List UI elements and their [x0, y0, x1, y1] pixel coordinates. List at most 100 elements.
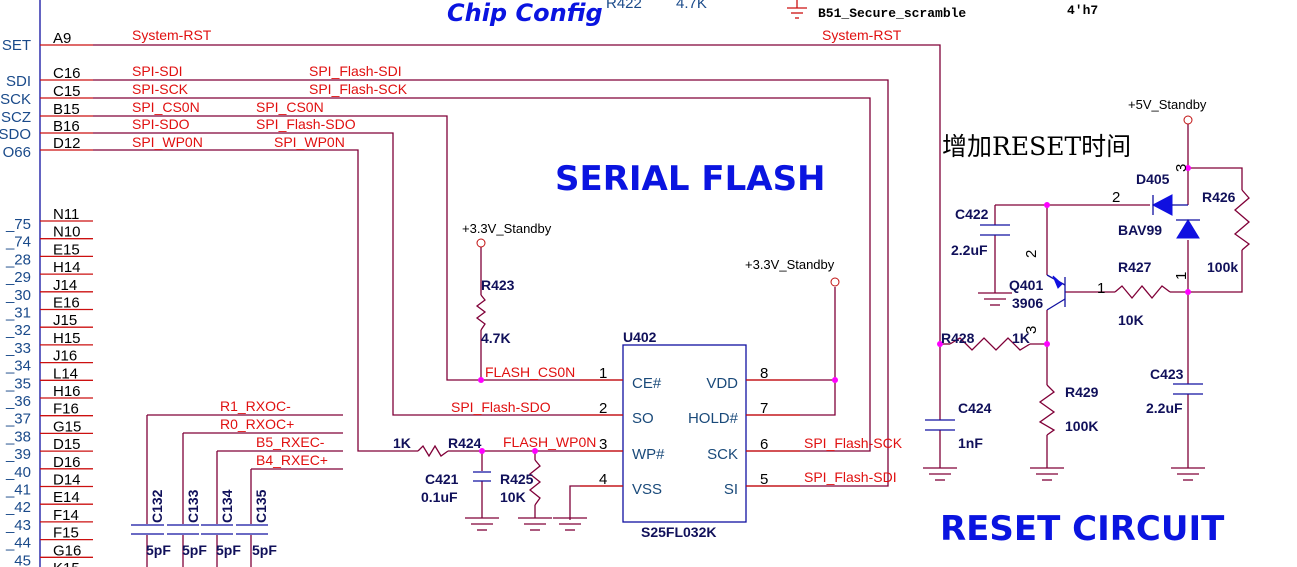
u402-ref: U402	[623, 329, 657, 345]
r423-ref: R423	[481, 277, 515, 293]
u402-pin-name: SI	[724, 481, 738, 498]
power-label-3v3-a: +3.3V_Standby	[462, 221, 552, 236]
pin-number: G16	[53, 542, 81, 559]
net-spi-cs0n-2: SPI_CS0N	[256, 99, 324, 115]
connector-label: _31	[5, 305, 31, 322]
u402-pin-number: 3	[599, 436, 607, 453]
pin-number: E15	[53, 241, 80, 258]
d405-pin-2: 2	[1112, 189, 1120, 206]
bottom-cap-labels: C132 C133 C134 C135 5pF 5pF 5pF 5pF	[146, 489, 277, 558]
c423-ref: C423	[1150, 366, 1184, 382]
pin-number: H15	[53, 330, 81, 347]
pin-number: D12	[53, 135, 81, 152]
connector-label: SDI	[6, 73, 31, 90]
pin-number: H16	[53, 383, 81, 400]
c132-ref: C132	[149, 489, 165, 523]
net-flash-wp0n: FLASH_WP0N	[503, 434, 596, 450]
ground-icon	[553, 517, 587, 531]
c421-value: 0.1uF	[421, 489, 458, 505]
r426-resistor	[1233, 189, 1251, 251]
r423-value: 4.7K	[481, 330, 511, 346]
c424-value: 1nF	[958, 435, 983, 451]
chip-config-title: Chip Config	[447, 0, 603, 27]
d405-pin-1: 1	[1173, 272, 1190, 280]
r424-value: 1K	[393, 435, 411, 451]
pin-number: D16	[53, 454, 81, 471]
pin-number: K15	[53, 560, 80, 567]
connector-label: _40	[5, 464, 31, 481]
r422-value: 4.7K	[676, 0, 707, 12]
c132-value: 5pF	[146, 542, 171, 558]
net-spi-wp0n-2: SPI_WP0N	[274, 134, 345, 150]
r427-ref: R427	[1118, 259, 1152, 275]
r425-resistor	[528, 459, 542, 506]
net-system-rst-right: System-RST	[822, 27, 902, 43]
pin-number: B15	[53, 101, 80, 118]
ground-icon	[518, 517, 552, 531]
u402-pin-number: 7	[760, 400, 768, 417]
r429-value: 100K	[1065, 418, 1098, 434]
d405-pin-3: 3	[1173, 164, 1190, 172]
u402-pin-name: HOLD#	[688, 410, 739, 427]
connector-label: _30	[5, 287, 31, 304]
net-spi-sdi: SPI-SDI	[132, 63, 183, 79]
pin-number: C15	[53, 83, 81, 100]
r423-resistor	[475, 294, 487, 331]
connector-label: SDO	[0, 126, 31, 143]
pin-number: A9	[53, 30, 71, 47]
c424-ref: C424	[958, 400, 992, 416]
pin-number: D14	[53, 472, 81, 489]
net-spi-cs0n: SPI_CS0N	[132, 99, 200, 115]
reset-circuit-title: RESET CIRCUIT	[940, 509, 1225, 549]
connector-label: SCZ	[1, 109, 31, 126]
net-flash-sck-2: SPI_Flash-SCK	[804, 435, 903, 451]
q401-pin-emitter: 3	[1023, 326, 1040, 334]
u402-pin-lines	[580, 379, 800, 487]
power-port-5v	[1183, 115, 1193, 125]
net-flash-cs0n: FLASH_CS0N	[485, 364, 575, 380]
c423-value: 2.2uF	[1146, 400, 1183, 416]
u402-pin-number: 4	[599, 471, 607, 488]
junction-nodes	[478, 165, 1191, 454]
c421-ref: C421	[425, 471, 459, 487]
net-spi-wp0n: SPI_WP0N	[132, 134, 203, 150]
connector-label: SET	[2, 37, 31, 54]
net-r1-rxoc: R1_RXOC-	[220, 398, 291, 414]
pin-number: B16	[53, 118, 80, 135]
connector-label: _36	[5, 393, 31, 410]
connector-label: _41	[5, 482, 31, 499]
pin-number: G15	[53, 418, 81, 435]
power-label-3v3-b: +3.3V_Standby	[745, 257, 835, 272]
u402-chip	[622, 344, 747, 523]
pin-number: H14	[53, 259, 81, 276]
u402-pin-name: VDD	[706, 375, 738, 392]
d405-value: BAV99	[1118, 222, 1162, 238]
connector-label: _29	[5, 269, 31, 286]
u402-pin-number: 2	[599, 400, 607, 417]
ground-icon	[978, 292, 1012, 306]
r422-ref: R422	[606, 0, 642, 12]
q401-ref: Q401	[1009, 277, 1043, 293]
pin-number: C16	[53, 65, 81, 82]
ground-icon	[465, 517, 499, 531]
pin-number: J14	[53, 277, 77, 294]
r426-ref: R426	[1202, 189, 1236, 205]
ground-symbols	[465, 292, 1205, 531]
pin-number: F15	[53, 525, 79, 542]
connector-label: O66	[3, 144, 31, 161]
connector-label: _43	[5, 517, 31, 534]
connector-label: _37	[5, 411, 31, 428]
pin-number: D15	[53, 436, 81, 453]
net-flash-sdo: SPI_Flash-SDO	[256, 116, 356, 132]
connector-label: _74	[5, 234, 31, 251]
d405-ref: D405	[1136, 171, 1170, 187]
connector-labels: SETSDISCKSCZSDOO66_75_74_28_29_30_31_32_…	[0, 37, 31, 567]
u402-part: S25FL032K	[641, 524, 716, 540]
connector-label: _38	[5, 428, 31, 445]
resistor-symbols	[417, 189, 1251, 506]
connector-label: _44	[5, 535, 31, 552]
u402-pin-name: VSS	[632, 481, 662, 498]
q401-transistor	[1046, 274, 1066, 330]
ground-icon	[1171, 467, 1205, 481]
